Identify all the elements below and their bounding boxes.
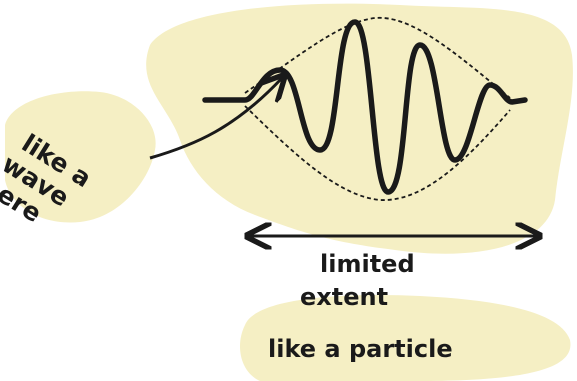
highlight-blob-left: [5, 91, 156, 223]
extent-label-line-2: extent: [300, 283, 388, 311]
particle-label: like a particle: [268, 335, 453, 363]
wave-packet: [202, 19, 528, 195]
extent-label-line-1: limited: [320, 250, 415, 278]
highlight-blob-top: [146, 3, 573, 254]
pointer-arrow: [149, 78, 282, 160]
highlight-blob-bottom: [240, 295, 571, 381]
envelope-lower: [244, 105, 511, 201]
envelope-upper: [244, 17, 511, 99]
